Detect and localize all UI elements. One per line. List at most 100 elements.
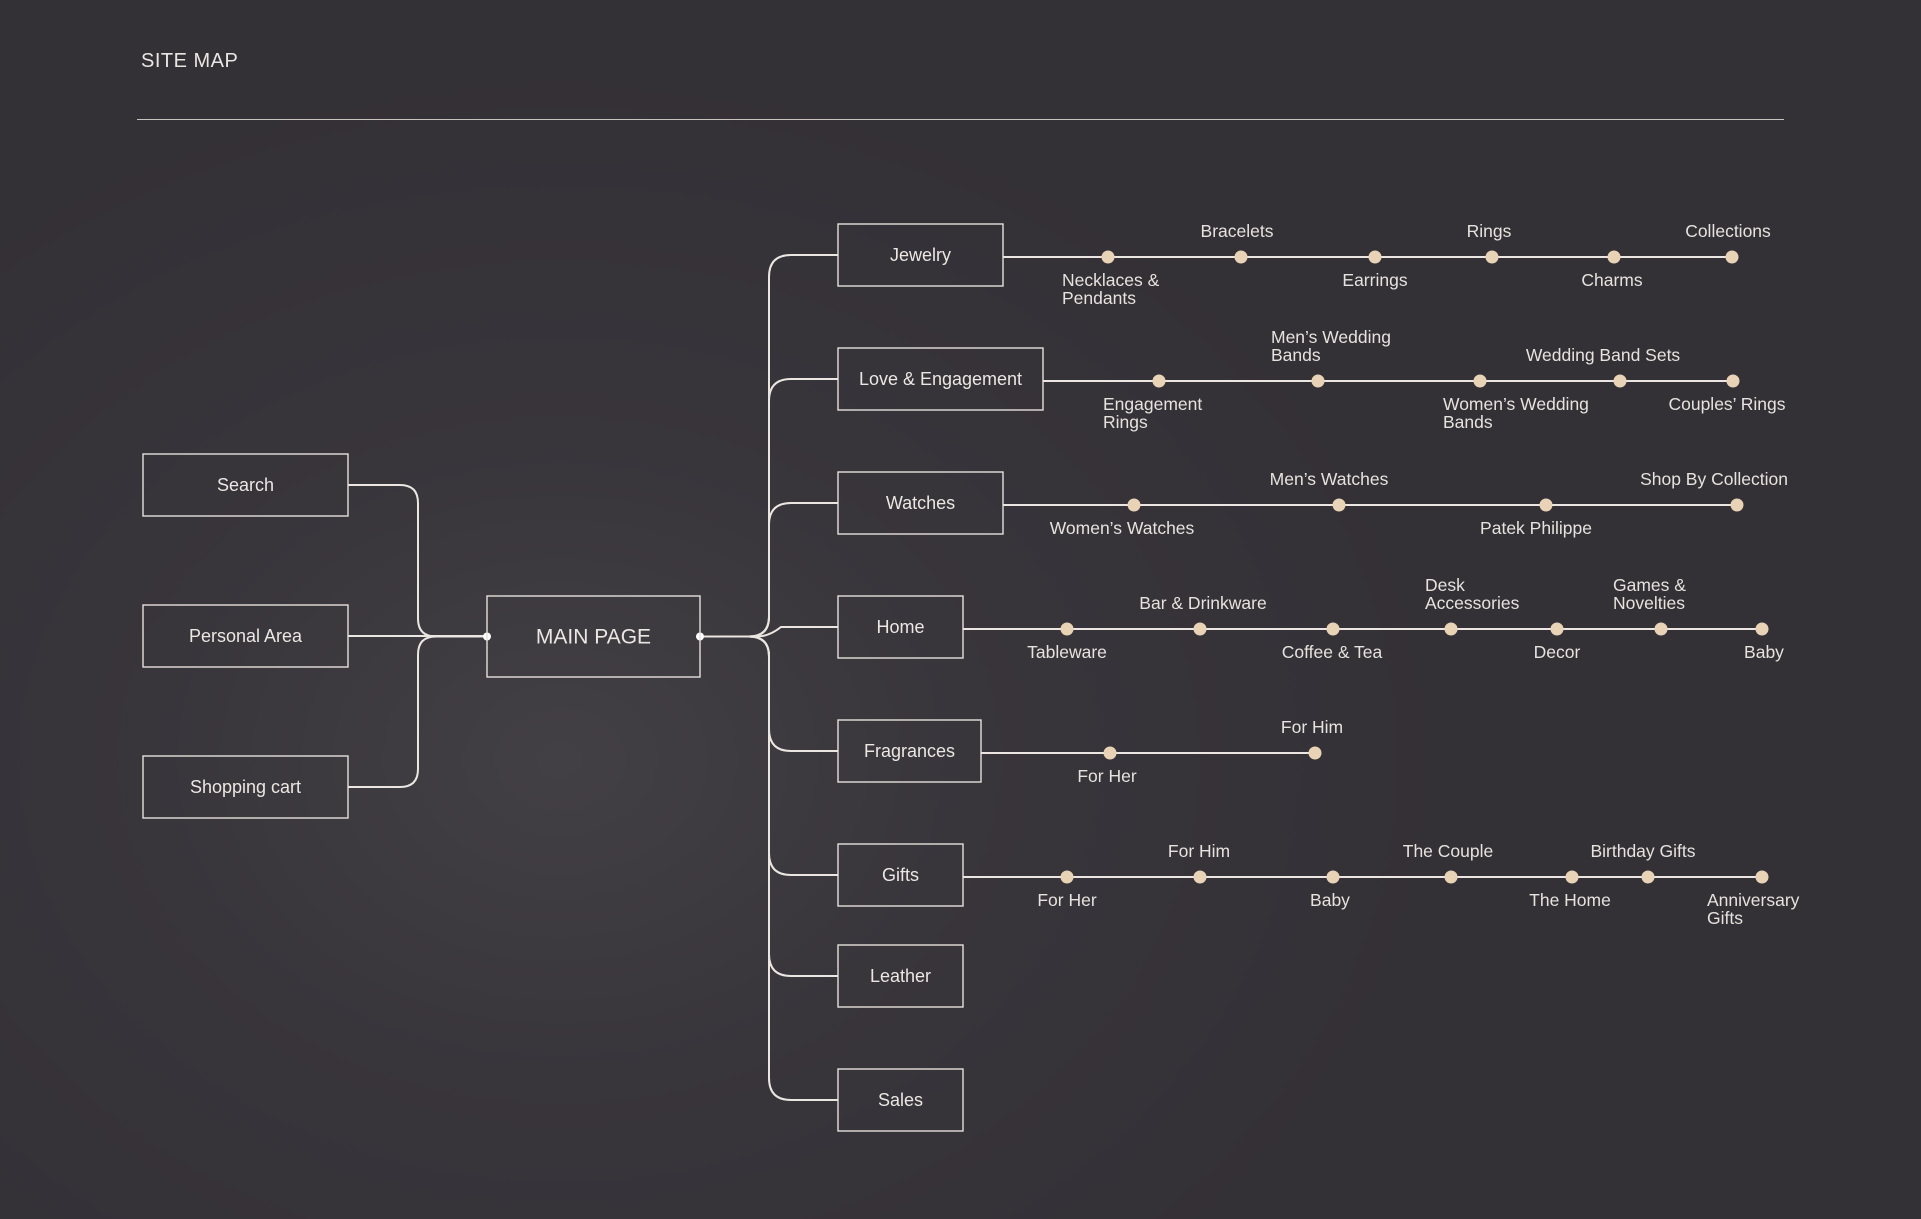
node-frame	[142, 453, 349, 517]
subpage-node[interactable]: The Couple	[1403, 841, 1493, 884]
node-label: Gifts	[882, 865, 919, 885]
subpage-node[interactable]: Games &Novelties	[1613, 575, 1686, 636]
subpage-label: Shop By Collection	[1640, 469, 1788, 489]
node-frame	[486, 595, 701, 678]
subpage-node[interactable]: For Her	[1077, 746, 1137, 787]
node-search[interactable]: Search	[142, 453, 349, 517]
subpage-dot	[1326, 870, 1340, 884]
page-title: SITE MAP	[141, 50, 239, 72]
subpage-label: For Him	[1168, 841, 1230, 861]
subpage-node[interactable]: Couples’ Rings	[1668, 374, 1786, 415]
connector-line	[348, 484, 487, 638]
subpage-node[interactable]: Birthday Gifts	[1590, 841, 1696, 884]
subpage-label: Novelties	[1613, 593, 1685, 613]
subpage-label: Anniversary	[1707, 890, 1800, 910]
subpage-node[interactable]: For Him	[1168, 841, 1230, 884]
subpage-node[interactable]: Baby	[1310, 870, 1350, 911]
subpage-dot	[1444, 870, 1458, 884]
subpage-node[interactable]: Bar & Drinkware	[1139, 593, 1267, 636]
node-home[interactable]: Home	[837, 595, 964, 659]
subpage-node[interactable]: Baby	[1744, 622, 1784, 663]
subpage-node[interactable]: For Her	[1037, 870, 1097, 911]
subpage-node[interactable]: Decor	[1534, 622, 1581, 663]
subpage-dot	[1193, 622, 1207, 636]
node-frame	[142, 604, 349, 668]
subpage-dot	[1444, 622, 1458, 636]
connector-line	[348, 635, 487, 788]
subpage-label: Desk	[1425, 575, 1465, 595]
subpage-dot	[1473, 374, 1487, 388]
node-gifts[interactable]: Gifts	[837, 843, 964, 907]
node-frame	[837, 223, 1004, 287]
node-label: Sales	[878, 1090, 923, 1110]
subpage-node[interactable]: For Him	[1281, 717, 1343, 760]
node-watches[interactable]: Watches	[837, 471, 1004, 535]
title-divider	[137, 119, 1784, 120]
subpage-label: Birthday Gifts	[1590, 841, 1695, 861]
subpage-node[interactable]: Shop By Collection	[1640, 469, 1788, 512]
subpage-node[interactable]: Necklaces &Pendants	[1062, 250, 1160, 309]
subpage-label: Games &	[1613, 575, 1686, 595]
subpage-node[interactable]: Patek Philippe	[1480, 498, 1592, 539]
subpage-label: Rings	[1467, 221, 1512, 241]
subpage-dot	[1485, 250, 1499, 264]
subpage-node[interactable]: Tableware	[1027, 622, 1107, 663]
subpage-node[interactable]: The Home	[1529, 870, 1611, 911]
connector-line	[700, 635, 838, 1101]
node-personal-area[interactable]: Personal Area	[142, 604, 349, 668]
subpage-node[interactable]: Women’s Watches	[1050, 498, 1195, 539]
subpage-label: Bracelets	[1201, 221, 1274, 241]
subpage-label: Rings	[1103, 412, 1148, 432]
subpage-label: Collections	[1685, 221, 1771, 241]
node-frame	[837, 471, 1004, 535]
subpage-dot	[1654, 622, 1668, 636]
subpage-node[interactable]: Coffee & Tea	[1282, 622, 1383, 663]
node-frame	[837, 843, 964, 907]
node-jewelry[interactable]: Jewelry	[837, 223, 1004, 287]
subpage-dot	[1368, 250, 1382, 264]
subpage-label: Bands	[1443, 412, 1493, 432]
subpage-dot	[1101, 250, 1115, 264]
subpage-label: Couples’ Rings	[1668, 394, 1785, 414]
node-label: Search	[217, 475, 274, 495]
subpage-dot	[1539, 498, 1553, 512]
connector-line	[700, 502, 838, 638]
subpage-label: Baby	[1744, 642, 1784, 662]
subpage-dot	[1060, 870, 1074, 884]
subpage-node[interactable]: Collections	[1685, 221, 1771, 264]
subpage-node[interactable]: Men’s Watches	[1270, 469, 1389, 512]
node-fragrances[interactable]: Fragrances	[837, 719, 982, 783]
subpage-dot	[1234, 250, 1248, 264]
node-shopping-cart[interactable]: Shopping cart	[142, 755, 349, 819]
node-label: Leather	[870, 966, 931, 986]
node-label: Love & Engagement	[859, 369, 1022, 389]
subpage-node[interactable]: Rings	[1467, 221, 1512, 264]
subpage-label: Bar & Drinkware	[1139, 593, 1266, 613]
node-label: Fragrances	[864, 741, 955, 761]
node-love-engagement[interactable]: Love & Engagement	[837, 347, 1044, 411]
subpage-dot	[1060, 622, 1074, 636]
subpage-node[interactable]: Earrings	[1342, 250, 1408, 291]
connector-line	[700, 626, 838, 638]
node-frame	[837, 719, 982, 783]
node-main-page[interactable]: MAIN PAGE	[486, 595, 701, 678]
subpage-node[interactable]: Bracelets	[1201, 221, 1274, 264]
subpage-dot	[1755, 870, 1769, 884]
subpage-dot	[1726, 374, 1740, 388]
node-sales[interactable]: Sales	[837, 1068, 964, 1132]
subpage-dot	[1152, 374, 1166, 388]
node-frame	[142, 755, 349, 819]
subpage-label: Coffee & Tea	[1282, 642, 1383, 662]
main-page-label: MAIN PAGE	[536, 626, 651, 649]
subpage-node[interactable]: Charms	[1581, 250, 1643, 291]
subpage-node[interactable]: Wedding Band Sets	[1526, 345, 1681, 388]
node-leather[interactable]: Leather	[837, 944, 964, 1008]
